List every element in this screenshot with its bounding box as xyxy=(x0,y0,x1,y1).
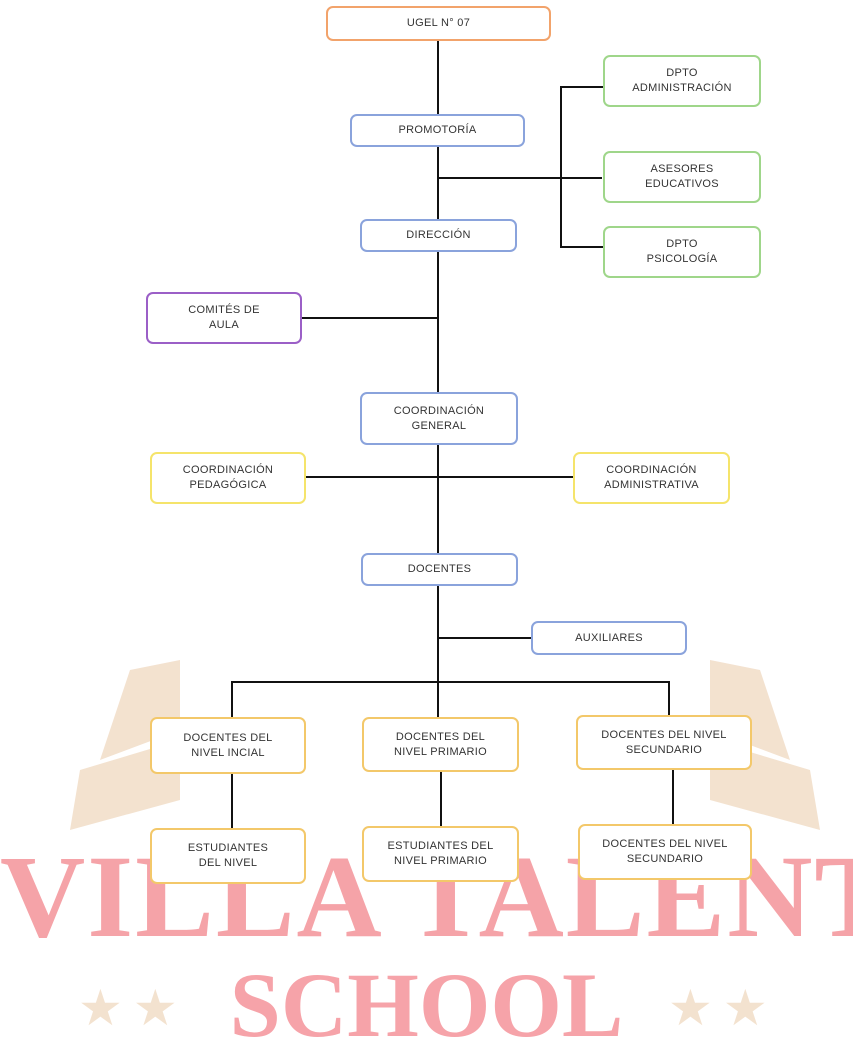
connector-advisors-vertical xyxy=(560,86,562,248)
node-comites-de-aula-label: COMITÉS DE AULA xyxy=(188,304,260,331)
node-dpto-administracion: DPTO ADMINISTRACIÓN xyxy=(603,55,761,107)
node-coordinacion-general-label: COORDINACIÓN GENERAL xyxy=(393,404,485,432)
node-docentes-nivel-secundario-bottom-label: DOCENTES DEL NIVEL SECUNDARIO xyxy=(602,838,728,865)
node-asesores-educativos: ASESORES EDUCATIVOS xyxy=(603,151,761,203)
node-promotoria: PROMOTORÍA xyxy=(350,114,525,147)
connector-level-secundario xyxy=(668,681,670,715)
node-ugel-label: UGEL N° 07 xyxy=(406,17,471,29)
node-estudiantes-nivel-primario-label: ESTUDIANTES DEL NIVEL PRIMARIO xyxy=(387,840,494,867)
node-docentes-nivel-inicial: DOCENTES DEL NIVEL INCIAL xyxy=(150,717,306,774)
node-docentes-nivel-primario-label: DOCENTES DEL NIVEL PRIMARIO xyxy=(393,730,488,758)
connector-dpto-psicologia xyxy=(560,246,604,248)
node-docentes-nivel-primario: DOCENTES DEL NIVEL PRIMARIO xyxy=(362,717,519,772)
connector-auxiliares xyxy=(437,637,533,639)
node-comites-de-aula: COMITÉS DE AULA xyxy=(146,292,302,344)
node-direccion-label: DIRECCIÓN xyxy=(406,229,471,241)
connector-comites xyxy=(300,317,438,319)
connector-levels-horizontal xyxy=(231,681,670,683)
node-docentes-nivel-inicial-label: DOCENTES DEL NIVEL INCIAL xyxy=(183,731,273,759)
node-docentes-nivel-secundario-label: DOCENTES DEL NIVEL SECUNDARIO xyxy=(601,728,727,756)
node-estudiantes-nivel-primario: ESTUDIANTES DEL NIVEL PRIMARIO xyxy=(362,826,519,882)
connector-inicial-students xyxy=(231,774,233,828)
node-dpto-administracion-label: DPTO ADMINISTRACIÓN xyxy=(632,67,732,94)
node-direccion: DIRECCIÓN xyxy=(360,219,517,252)
node-coordinacion-pedagogica: COORDINACIÓN PEDAGÓGICA xyxy=(150,452,306,504)
node-auxiliares-label: AUXILIARES xyxy=(575,631,643,644)
watermark-subtitle: SCHOOL xyxy=(229,954,624,1056)
connector-level-inicial xyxy=(231,681,233,717)
connector-coordinations xyxy=(304,476,574,478)
node-estudiantes-nivel: ESTUDIANTES DEL NIVEL xyxy=(150,828,306,884)
connector-advisors-branch xyxy=(437,177,602,179)
node-docentes-label: DOCENTES xyxy=(407,563,472,575)
node-promotoria-label: PROMOTORÍA xyxy=(398,124,477,136)
node-dpto-psicologia-label: DPTO PSICOLOGÍA xyxy=(646,238,718,265)
node-coordinacion-administrativa-label: COORDINACIÓN ADMINISTRATIVA xyxy=(604,464,699,491)
connector-dpto-admin xyxy=(560,86,604,88)
node-coordinacion-general: COORDINACIÓN GENERAL xyxy=(360,392,518,445)
connector-secundario-students xyxy=(672,770,674,824)
node-dpto-psicologia: DPTO PSICOLOGÍA xyxy=(603,226,761,278)
watermark-stars-right: ★★ xyxy=(668,979,778,1037)
watermark-stars-left: ★★ xyxy=(78,979,188,1037)
node-auxiliares: AUXILIARES xyxy=(531,621,687,655)
connector-main-trunk-mid xyxy=(437,252,439,392)
node-docentes: DOCENTES xyxy=(361,553,518,586)
node-ugel: UGEL N° 07 xyxy=(326,6,551,41)
node-docentes-nivel-secundario-bottom: DOCENTES DEL NIVEL SECUNDARIO xyxy=(578,824,752,880)
connector-main-trunk-low xyxy=(437,444,439,554)
node-docentes-nivel-secundario: DOCENTES DEL NIVEL SECUNDARIO xyxy=(576,715,752,770)
node-coordinacion-administrativa: COORDINACIÓN ADMINISTRATIVA xyxy=(573,452,730,504)
node-asesores-educativos-label: ASESORES EDUCATIVOS xyxy=(645,163,719,190)
connector-main-trunk-bottom xyxy=(437,586,439,718)
node-coordinacion-pedagogica-label: COORDINACIÓN PEDAGÓGICA xyxy=(182,464,274,491)
connector-primario-students xyxy=(440,772,442,826)
node-estudiantes-nivel-label: ESTUDIANTES DEL NIVEL xyxy=(187,842,269,869)
